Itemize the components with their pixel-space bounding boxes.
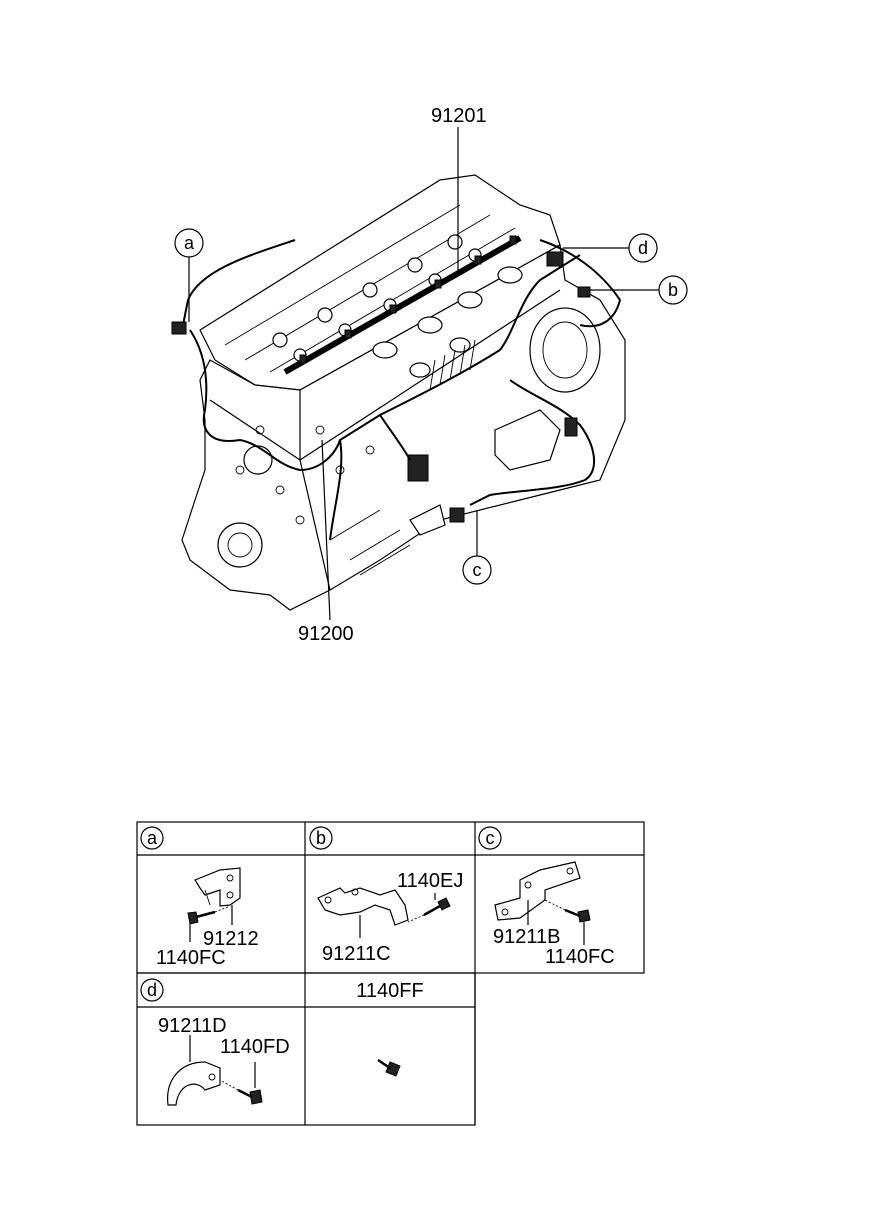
table-header-a: a [140,826,164,850]
bracket-91212-drawing [194,867,241,907]
sensor-connector [407,454,429,482]
table-header-c-letter: c [486,828,495,848]
injector-connectors [299,235,517,364]
connector-starter [564,417,578,437]
bracket-91211B-drawing [494,861,581,921]
connector-d [546,251,564,267]
table-header-b: b [309,826,333,850]
label-harness-main: 91200 [298,623,354,645]
callout-a: a [174,228,204,258]
cell-a-bolt-label: 1140FC [156,947,226,969]
bracket-91211D-drawing [167,1061,221,1106]
bolt-icon [544,899,591,923]
cell-b-bolt-label: 1140EJ [397,870,463,892]
cell-d-bolt-label: 1140FD [220,1036,290,1058]
cell-d-bracket-label: 91211D [158,1015,227,1037]
callout-c-letter: c [473,560,482,580]
table-header-e-label: 1140FF [356,980,423,1002]
intake-ports [372,266,523,378]
cell-a-bracket-label: 91212 [203,928,259,950]
connector-b [577,286,591,298]
water-pump-circle [243,445,273,475]
bolt-icon [187,905,231,925]
bolt-icon [219,1079,263,1105]
leader-lines [188,127,659,621]
engine-block-illustration [181,174,626,611]
cell-b-bracket-label: 91211C [322,943,391,965]
table-header-b-letter: b [316,828,326,848]
bolt-icon [377,1058,401,1077]
table-header-c: c [478,826,502,850]
cell-c-bolt-label: 1140FC [545,946,615,968]
bracket-91211C-drawing [317,887,409,926]
table-header-d: d [140,978,164,1002]
cell-c-bracket-label: 91211B [493,926,560,948]
detail-table: a b c d 1140FF 91212 1140FC [136,821,645,1126]
timing-cover-circle [217,522,263,568]
starter-motor [494,409,561,471]
callout-c: c [462,555,492,585]
bolt-icon [407,897,451,923]
table-header-d-letter: d [147,980,157,1000]
flywheel-housing [529,307,601,393]
callout-d-letter: d [638,238,648,258]
label-harness-upper: 91201 [431,105,487,127]
connector-c [449,507,465,523]
wiring-harness [171,235,622,541]
callout-a-letter: a [184,233,195,253]
callout-d: d [628,233,658,263]
callout-b-letter: b [668,280,678,300]
table-header-a-letter: a [147,828,158,848]
connector-a [171,321,187,335]
callout-b: b [658,275,688,305]
